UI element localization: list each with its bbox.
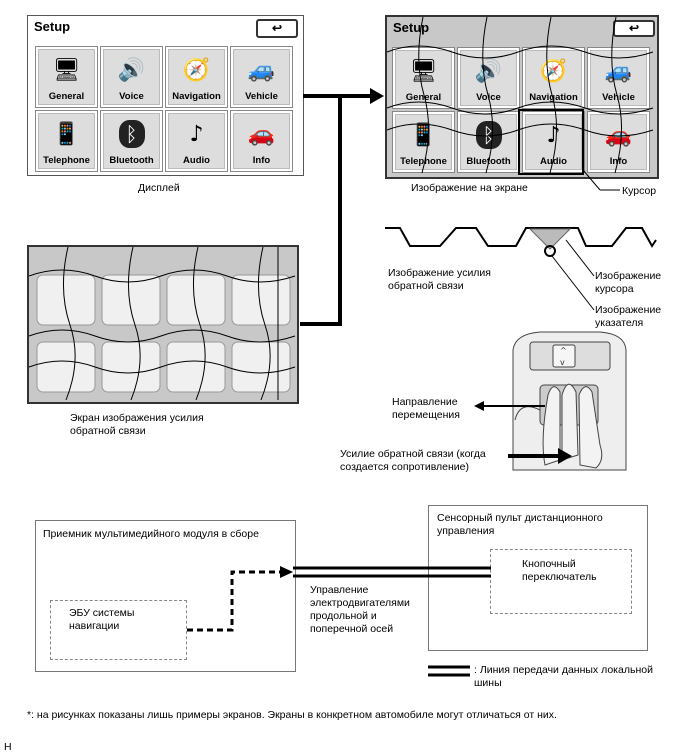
tile-label: Telephone bbox=[400, 156, 447, 167]
tile-label: Bluetooth bbox=[466, 156, 511, 167]
touchpad-remote: ^ v bbox=[512, 331, 627, 471]
legend-label: : Линия передачи данных локальной шины bbox=[474, 664, 653, 689]
footnote: *: на рисунках показаны лишь примеры экр… bbox=[27, 709, 557, 721]
ecu-box bbox=[50, 600, 187, 660]
ecu-label: ЭБУ системы навигации bbox=[69, 607, 135, 632]
tile-voice: 🔊 Voice bbox=[457, 47, 520, 109]
corner-mark: H bbox=[4, 741, 12, 753]
compass-icon: 🧭 bbox=[539, 58, 568, 84]
tile-label: Bluetooth bbox=[109, 155, 154, 166]
back-arrow-icon: ↩ bbox=[271, 21, 283, 35]
cursor-image-leader bbox=[565, 239, 595, 277]
tile-label: Info bbox=[252, 155, 271, 166]
speaker-icon: 🔊 bbox=[474, 58, 503, 84]
tile-voice[interactable]: 🔊 Voice bbox=[100, 46, 163, 108]
feedback-force-wave bbox=[385, 227, 657, 248]
tile-label: Navigation bbox=[529, 92, 578, 103]
cars-icon: 🚗 bbox=[247, 121, 276, 147]
receiver-box bbox=[35, 520, 296, 672]
touchpad-label: Сенсорный пульт дистанционного управлени… bbox=[437, 512, 603, 537]
tile-label: Vehicle bbox=[602, 92, 635, 103]
tile-label: Telephone bbox=[43, 155, 90, 166]
tile-label: Navigation bbox=[172, 91, 221, 102]
tile-info: 🚗 Info bbox=[587, 111, 650, 173]
force-label: Усилие обратной связи (когда создается с… bbox=[340, 448, 486, 473]
tile-label: Vehicle bbox=[245, 91, 278, 102]
tile-label: Audio bbox=[540, 156, 567, 167]
screen-image-title: Setup bbox=[393, 20, 430, 35]
music-note-icon: ♪ bbox=[546, 122, 561, 148]
tile-label: General bbox=[48, 91, 85, 102]
back-button[interactable]: ↩ bbox=[256, 19, 298, 38]
tile-info[interactable]: 🚗 Info bbox=[230, 110, 293, 172]
cursor-image-triangle bbox=[528, 228, 572, 250]
phone-icon: 📱 bbox=[409, 122, 438, 148]
feedback-screen-caption: Экран изображения усилия обратной связи bbox=[70, 412, 204, 437]
speaker-icon: 🔊 bbox=[117, 57, 146, 83]
screen-image-caption: Изображение на экране bbox=[411, 182, 528, 194]
main-connector-line bbox=[300, 94, 342, 326]
receiver-label: Приемник мультимедийного модуля в сборе bbox=[43, 528, 259, 540]
tile-general: 🖥 General bbox=[392, 47, 455, 109]
cursor-label: Курсор bbox=[622, 185, 657, 197]
cursor-image-label: Изображение курсора bbox=[595, 270, 662, 295]
force-arrow-head-icon bbox=[558, 448, 572, 464]
display-title: Setup bbox=[34, 19, 71, 34]
tile-label: General bbox=[405, 92, 442, 103]
pointer-image-leader bbox=[551, 255, 595, 311]
car-gear-icon: 🚙 bbox=[247, 57, 276, 83]
tile-general[interactable]: 🖥 General bbox=[35, 46, 98, 108]
monitor-gear-icon: 🖥 bbox=[409, 58, 438, 84]
switch-box bbox=[490, 549, 632, 614]
screen-back-button: ↩ bbox=[613, 20, 655, 37]
control-label: Управление электродвигателями продольной… bbox=[310, 584, 410, 635]
tile-audio: ♪ Audio bbox=[522, 111, 585, 173]
pointer-image-circle bbox=[544, 245, 556, 257]
feedback-screen-panel bbox=[27, 245, 299, 404]
tile-navigation: 🧭 Navigation bbox=[522, 47, 585, 109]
tile-label: Info bbox=[609, 156, 628, 167]
tile-label: Audio bbox=[183, 155, 210, 166]
compass-icon: 🧭 bbox=[182, 57, 211, 83]
svg-text:^: ^ bbox=[560, 346, 567, 355]
switch-label: Кнопочный переключатель bbox=[522, 558, 597, 583]
pointer-image-label: Изображение указателя bbox=[595, 304, 662, 329]
tile-audio[interactable]: ♪ Audio bbox=[165, 110, 228, 172]
tile-label: Voice bbox=[476, 92, 501, 103]
cars-icon: 🚗 bbox=[604, 122, 633, 148]
tile-vehicle[interactable]: 🚙 Vehicle bbox=[230, 46, 293, 108]
tile-vehicle: 🚙 Vehicle bbox=[587, 47, 650, 109]
bluetooth-icon: ᛒ bbox=[458, 118, 519, 152]
tile-bluetooth[interactable]: ᛒ Bluetooth bbox=[100, 110, 163, 172]
tile-telephone: 📱 Telephone bbox=[392, 111, 455, 173]
screen-image-panel: Setup ↩ 🖥 General 🔊 Voice 🧭 Navigation 🚙 Vehicl… bbox=[385, 15, 659, 179]
back-arrow-icon: ↩ bbox=[628, 21, 640, 35]
car-gear-icon: 🚙 bbox=[604, 58, 633, 84]
svg-text:v: v bbox=[560, 358, 565, 367]
tile-bluetooth: ᛒ Bluetooth bbox=[457, 111, 520, 173]
phone-icon: 📱 bbox=[52, 121, 81, 147]
bluetooth-icon: ᛒ bbox=[101, 117, 162, 151]
display-panel: Setup ↩ 🖥 General 🔊 Voice 🧭 Navigation 🚙 Vehicl… bbox=[27, 15, 304, 176]
music-note-icon: ♪ bbox=[189, 121, 204, 147]
tile-navigation[interactable]: 🧭 Navigation bbox=[165, 46, 228, 108]
tile-telephone[interactable]: 📱 Telephone bbox=[35, 110, 98, 172]
wave-caption: Изображение усилия обратной связи bbox=[388, 267, 491, 292]
arrow-head-icon bbox=[370, 88, 384, 104]
tile-label: Voice bbox=[119, 91, 144, 102]
display-caption: Дисплей bbox=[138, 182, 180, 194]
direction-label: Направление перемещения bbox=[392, 396, 460, 421]
monitor-gear-icon: 🖥 bbox=[52, 57, 81, 83]
touchpad-box bbox=[428, 505, 648, 651]
direction-arrow-head-icon bbox=[474, 401, 484, 411]
